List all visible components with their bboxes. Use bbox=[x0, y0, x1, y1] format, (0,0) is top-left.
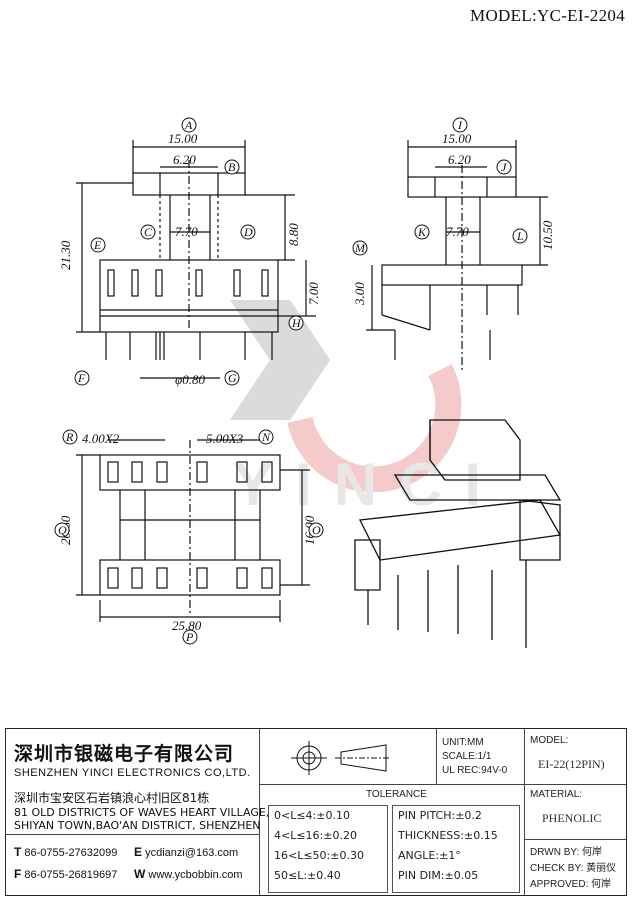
tolerance-row: PIN PITCH:±0.2 bbox=[398, 809, 482, 822]
drawn-by: DRWN BY: 何岸 bbox=[530, 847, 603, 858]
email-row: E ycdianzi@163.com bbox=[134, 845, 238, 859]
address-en-line2: SHIYAN TOWN,BAO'AN DISTRICT, SHENZHEN bbox=[14, 819, 261, 832]
callout-b: B bbox=[228, 160, 236, 174]
tolerance-title: TOLERANCE bbox=[366, 789, 427, 800]
callout-j: J bbox=[501, 160, 507, 174]
callout-d: D bbox=[243, 225, 253, 239]
callout-p: P bbox=[185, 630, 194, 644]
bottom-view bbox=[76, 439, 310, 622]
callout-f: F bbox=[77, 371, 86, 385]
dim-5-00x3: 5.00X3 bbox=[206, 431, 244, 446]
callout-r: R bbox=[65, 430, 74, 444]
scale-text: SCALE:1/1 bbox=[442, 751, 492, 762]
technical-drawing: YINCI bbox=[54, 117, 562, 648]
tolerance-row: 4<L≤16:±0.20 bbox=[274, 829, 357, 842]
callout-k: K bbox=[417, 225, 427, 239]
tolerance-row: THICKNESS:±0.15 bbox=[398, 829, 498, 842]
ul-rec-text: UL REC:94V-0 bbox=[442, 765, 508, 776]
model-value: EI-22(12PIN) bbox=[538, 757, 605, 771]
model-label: MODEL: bbox=[530, 735, 569, 746]
callout-l: L bbox=[516, 229, 524, 243]
dim-6-20-side: 6.20 bbox=[448, 152, 471, 167]
callout-g: G bbox=[228, 371, 237, 385]
front-view bbox=[76, 140, 316, 379]
tel-label: T bbox=[14, 845, 22, 859]
dim-7-70-front: 7.70 bbox=[175, 224, 198, 239]
dim-6-20-front: 6.20 bbox=[173, 152, 196, 167]
dim-25-80: 25.80 bbox=[172, 618, 202, 633]
callout-q: Q bbox=[58, 523, 67, 537]
dim-15-side: 15.00 bbox=[442, 131, 472, 146]
divider bbox=[259, 784, 524, 785]
title-block: 深圳市银磁电子有限公司 SHENZHEN YINCI ELECTRONICS C… bbox=[5, 728, 627, 896]
dim-15-front: 15.00 bbox=[168, 131, 198, 146]
dim-4-00x2: 4.00X2 bbox=[82, 431, 120, 446]
tolerance-row: 0<L≤4:±0.10 bbox=[274, 809, 350, 822]
tolerance-left-box bbox=[268, 805, 388, 893]
tel-number: 86-0755-27632099 bbox=[24, 847, 118, 859]
tolerance-row: 16<L≤50:±0.30 bbox=[274, 849, 364, 862]
company-name-en: SHENZHEN YINCI ELECTRONICS CO,LTD. bbox=[14, 767, 251, 779]
callout-m: M bbox=[354, 241, 366, 255]
fax-number: 86-0755-26819697 bbox=[24, 869, 118, 881]
projection-symbol-icon bbox=[291, 741, 391, 775]
check-by: CHECK BY: 黄丽仪 bbox=[530, 863, 617, 874]
divider bbox=[524, 729, 525, 895]
dim-10-50: 10.50 bbox=[540, 220, 555, 250]
address-cn: 深圳市宝安区石岩镇浪心村旧区81栋 bbox=[14, 791, 210, 805]
callout-o: O bbox=[312, 523, 321, 537]
approved-by: APPROVED: 何岸 bbox=[530, 879, 612, 890]
divider bbox=[436, 729, 437, 784]
material-value: PHENOLIC bbox=[542, 811, 602, 825]
web-row: W www.ycbobbin.com bbox=[134, 867, 243, 881]
dim-7-00: 7.00 bbox=[306, 282, 321, 305]
divider bbox=[6, 834, 259, 835]
tolerance-row: ANGLE:±1° bbox=[398, 849, 461, 862]
callout-h: H bbox=[291, 316, 302, 330]
material-label: MATERIAL: bbox=[530, 789, 583, 800]
dim-21-30: 21.30 bbox=[58, 240, 73, 270]
callout-a: A bbox=[184, 118, 193, 132]
tel-row: T 86-0755-27632099 bbox=[14, 845, 117, 859]
model-header: MODEL:YC-EI-2204 bbox=[470, 6, 625, 25]
unit-text: UNIT:MM bbox=[442, 737, 484, 748]
dim-7-70-side: 7.70 bbox=[446, 224, 469, 239]
company-name-cn: 深圳市银磁电子有限公司 bbox=[14, 743, 235, 765]
callout-e: E bbox=[93, 238, 102, 252]
dim-8-80: 8.80 bbox=[286, 223, 301, 246]
callout-i: I bbox=[457, 118, 463, 132]
watermark-text: YINCI bbox=[233, 451, 503, 518]
dim-3-00: 3.00 bbox=[352, 282, 367, 306]
isometric-view bbox=[354, 419, 562, 648]
divider bbox=[524, 784, 626, 785]
website-link[interactable]: www.ycbobbin.com bbox=[148, 869, 243, 881]
web-label: W bbox=[134, 867, 146, 881]
fax-row: F 86-0755-26819697 bbox=[14, 867, 117, 881]
address-en-line1: 81 OLD DISTRICTS OF WAVES HEART VILLAGE, bbox=[14, 806, 270, 819]
callout-n: N bbox=[261, 430, 271, 444]
tolerance-row: 50≤L:±0.40 bbox=[274, 869, 341, 882]
divider bbox=[259, 729, 260, 895]
tolerance-row: PIN DIM:±0.05 bbox=[398, 869, 479, 882]
side-view bbox=[366, 140, 548, 370]
fax-label: F bbox=[14, 867, 22, 881]
email-label: E bbox=[134, 845, 143, 859]
dim-pin-dia: φ0.80 bbox=[175, 372, 205, 387]
callout-c: C bbox=[144, 225, 153, 239]
email-address[interactable]: ycdianzi@163.com bbox=[145, 847, 239, 859]
tolerance-right-box bbox=[392, 805, 520, 893]
divider bbox=[524, 839, 626, 840]
